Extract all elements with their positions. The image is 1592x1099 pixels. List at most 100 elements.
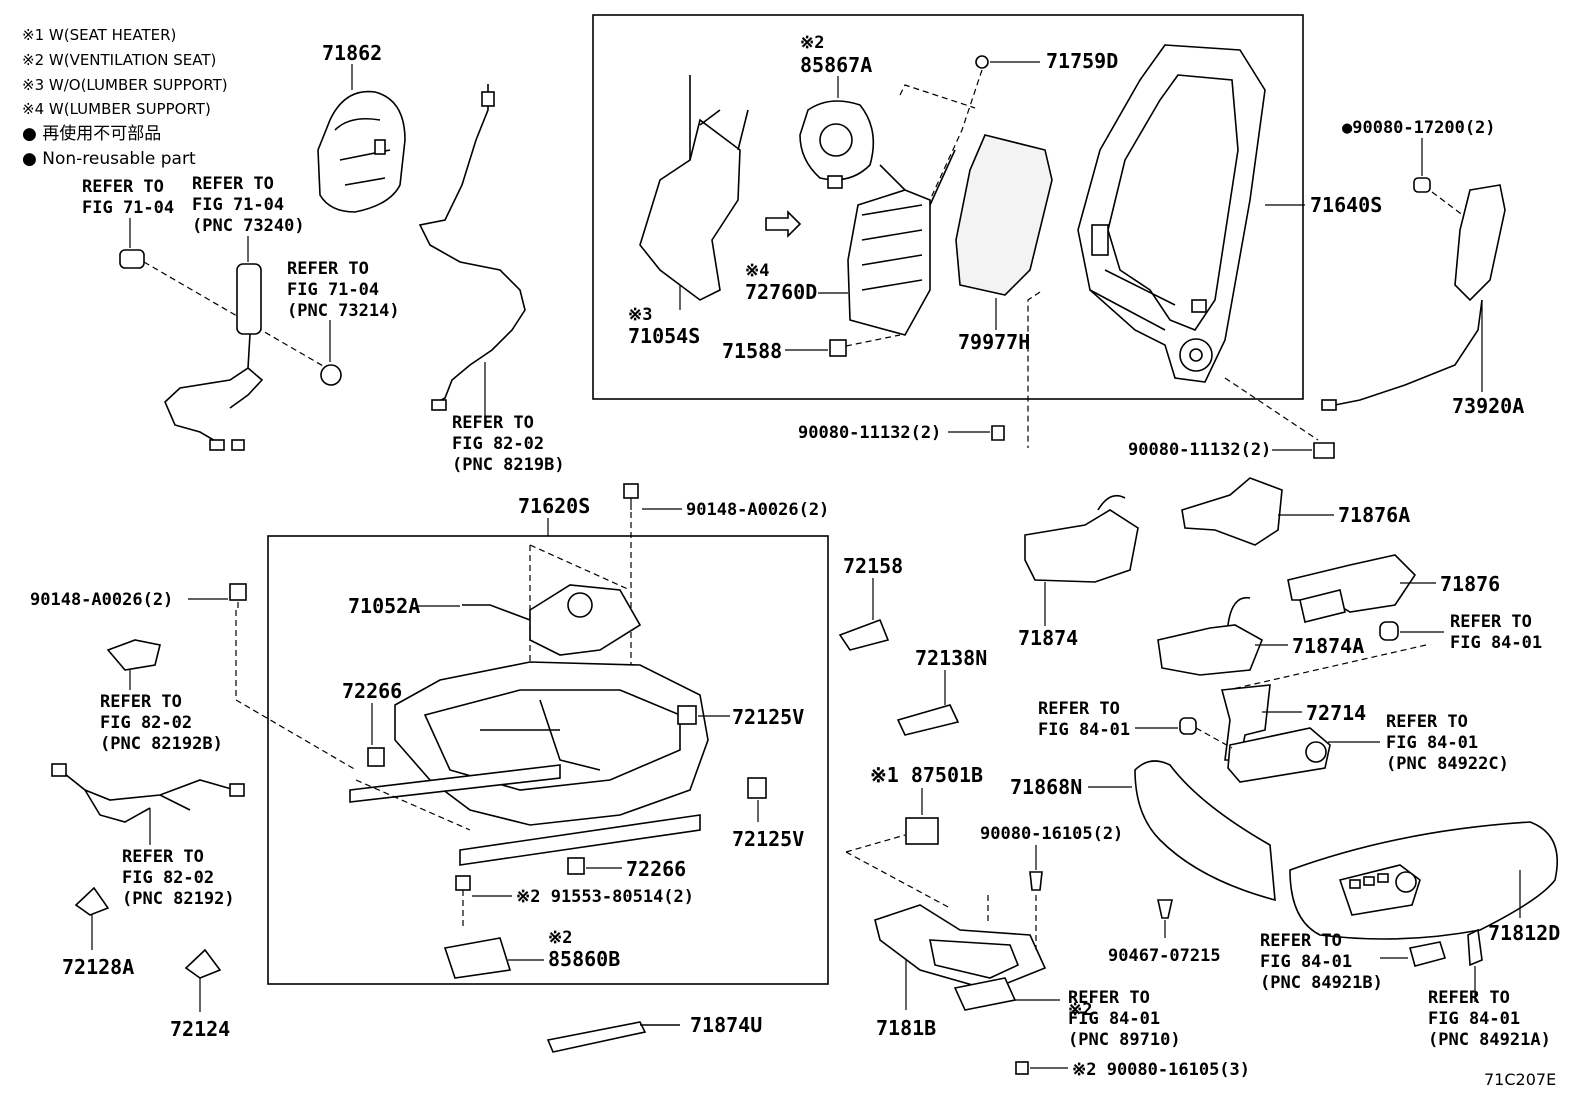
label-85860b: 85860B <box>548 947 620 971</box>
ref-8202-c-line1: REFER TO <box>122 847 204 867</box>
ref-8202-c-line2: FIG 82-02 <box>122 868 214 888</box>
ref-8401-d-line1: ※2 <box>1068 1000 1092 1020</box>
part-90148-a0026-top: 90148-A0026(2) <box>623 483 829 760</box>
ref-7104-a-line1: REFER TO <box>82 177 164 197</box>
ref-7104-a-line2: FIG 71-04 <box>82 198 174 218</box>
label-71759d: 71759D <box>1046 49 1118 73</box>
ref-8401-b-line1: REFER TO <box>1038 699 1120 719</box>
label-72125v-b: 72125V <box>732 827 804 851</box>
label-90467: 90467-07215 <box>1108 946 1221 966</box>
ref-8202-a-line1: REFER TO <box>452 413 534 433</box>
label-73920a: 73920A <box>1452 394 1524 418</box>
belt-buckle-assembly: REFER TO FIG 71-04 REFER TO FIG 71-04 (P… <box>82 174 400 451</box>
label-71052a: 71052A <box>348 594 420 618</box>
ref-8401-c-line3: (PNC 84922C) <box>1386 754 1509 774</box>
ref-7104-b-line3: (PNC 73240) <box>192 216 305 236</box>
label-7181b: 7181B <box>876 1016 936 1040</box>
ref-8202-b-line3: (PNC 82192B) <box>100 734 223 754</box>
label-90080-16105-a: 90080-16105(2) <box>980 824 1123 844</box>
label-71874: 71874 <box>1018 626 1078 650</box>
note-3: ※3 W/O(LUMBER SUPPORT) <box>22 76 228 94</box>
figure-id: 71C207E <box>1484 1070 1556 1089</box>
label-90080-16105-b: ※2 90080-16105(3) <box>1072 1060 1250 1080</box>
label-72266-b: 72266 <box>626 857 686 881</box>
label-90080-11132-a: 90080-11132(2) <box>798 423 941 443</box>
ref-8401-f-line3: (PNC 84921A) <box>1428 1030 1551 1050</box>
ref-8401-e-line1: REFER TO <box>1260 931 1342 951</box>
label-71876: 71876 <box>1440 572 1500 596</box>
label-72138n: 72138N <box>915 646 987 670</box>
ref-7104-c-line2: FIG 71-04 <box>287 280 379 300</box>
label-71862: 71862 <box>322 41 382 65</box>
ref-7104-b-line2: FIG 71-04 <box>192 195 284 215</box>
note2-85867a: ※2 <box>800 33 824 53</box>
seatback-frame-box <box>592 14 1304 400</box>
part-71862-cover: 71862 <box>317 41 406 213</box>
label-90148-a0026-b: 90148-A0026(2) <box>30 590 173 610</box>
ref-8202-b-line1: REFER TO <box>100 692 182 712</box>
side-trim-group: 71868N 71812D 90467-07215 REFER TO FIG 8… <box>1010 760 1560 1050</box>
ref-8401-e-line2: FIG 84-01 <box>1260 952 1352 972</box>
right-side-parts-group: 71876A 71874 71876 71874A REFER TO FIG 8… <box>1018 477 1542 783</box>
note-5: ● 再使用不可部品 <box>22 123 161 144</box>
ref-8401-b-line2: FIG 84-01 <box>1038 720 1130 740</box>
label-87501b: ※1 87501B <box>870 763 983 787</box>
label-71874u: 71874U <box>690 1013 762 1037</box>
ref-8202-a-line3: (PNC 8219B) <box>452 455 565 475</box>
label-79977h: 79977H <box>958 330 1030 354</box>
notes-legend: ※1 W(SEAT HEATER) ※2 W(VENTILATION SEAT)… <box>22 26 228 169</box>
ref-8401-f-line2: FIG 84-01 <box>1428 1009 1520 1029</box>
label-71640s: 71640S <box>1310 193 1382 217</box>
label-91553: ※2 91553-80514(2) <box>516 887 694 907</box>
note2-85860b: ※2 <box>548 928 572 948</box>
part-90080-11132-right: 90080-11132(2) <box>1128 440 1335 460</box>
note-1: ※1 W(SEAT HEATER) <box>22 26 176 44</box>
middle-parts-group: 72158 72138N ※1 87501B 7181B 90080-16105… <box>546 554 1250 1080</box>
ref-8401-f-line1: REFER TO <box>1428 988 1510 1008</box>
label-90148-a0026-a: 90148-A0026(2) <box>686 500 829 520</box>
ref-8202-b-line2: FIG 82-02 <box>100 713 192 733</box>
label-72266-a: 72266 <box>342 679 402 703</box>
label-71812d: 71812D <box>1488 921 1560 945</box>
label-90080-11132-b: 90080-11132(2) <box>1128 440 1271 460</box>
note-2: ※2 W(VENTILATION SEAT) <box>22 51 216 69</box>
label-71876a: 71876A <box>1338 503 1410 527</box>
ref-8401-c-line1: REFER TO <box>1386 712 1468 732</box>
seatback-frame-group: ※3 71054S ※2 85867A 71759D ※4 72760D 715… <box>628 33 1305 383</box>
part-73920a-sensor: ●90080-17200(2) 73920A <box>1321 118 1524 418</box>
ref-8401-a-line1: REFER TO <box>1450 612 1532 632</box>
ref-7104-c-line3: (PNC 73214) <box>287 301 400 321</box>
ref-8202-a-line2: FIG 82-02 <box>452 434 544 454</box>
ref-7104-b-line1: REFER TO <box>192 174 274 194</box>
ref-8401-d-line4: (PNC 89710) <box>1068 1030 1181 1050</box>
ref-8401-a-line2: FIG 84-01 <box>1450 633 1542 653</box>
ref-8401-d-line2: REFER TO <box>1068 988 1150 1008</box>
part-90080-11132-left: 90080-11132(2) <box>798 423 1005 443</box>
label-71620s: 71620S <box>518 494 590 518</box>
label-71874a: 71874A <box>1292 634 1364 658</box>
ref-8202-c-line3: (PNC 82192) <box>122 889 235 909</box>
ref-8401-d-line3: FIG 84-01 <box>1068 1009 1160 1029</box>
label-71868n: 71868N <box>1010 775 1082 799</box>
seat-adjuster-group: 71052A 72266 72125V 72125V 72266 ※2 9155… <box>235 544 804 979</box>
label-72714: 72714 <box>1306 701 1366 725</box>
note4-72760d: ※4 <box>745 261 769 281</box>
ref-8401-c-line2: FIG 84-01 <box>1386 733 1478 753</box>
note-4: ※4 W(LUMBER SUPPORT) <box>22 100 211 118</box>
wire-harness-8219b: REFER TO FIG 82-02 (PNC 8219B) <box>418 84 565 475</box>
label-90080-17200: ●90080-17200(2) <box>1342 118 1496 138</box>
ref-8401-e-line3: (PNC 84921B) <box>1260 973 1383 993</box>
label-72125v-a: 72125V <box>732 705 804 729</box>
label-71054s: 71054S <box>628 324 700 348</box>
label-72124: 72124 <box>170 1017 230 1041</box>
label-85867a: 85867A <box>800 53 872 77</box>
label-72158: 72158 <box>843 554 903 578</box>
left-harness-group: 90148-A0026(2) REFER TO FIG 82-02 (PNC 8… <box>30 583 247 1041</box>
label-72760d: 72760D <box>745 280 817 304</box>
label-72128a: 72128A <box>62 955 134 979</box>
note3-71054s: ※3 <box>628 305 652 325</box>
note-6: ● Non-reusable part <box>22 149 196 169</box>
label-71588: 71588 <box>722 339 782 363</box>
